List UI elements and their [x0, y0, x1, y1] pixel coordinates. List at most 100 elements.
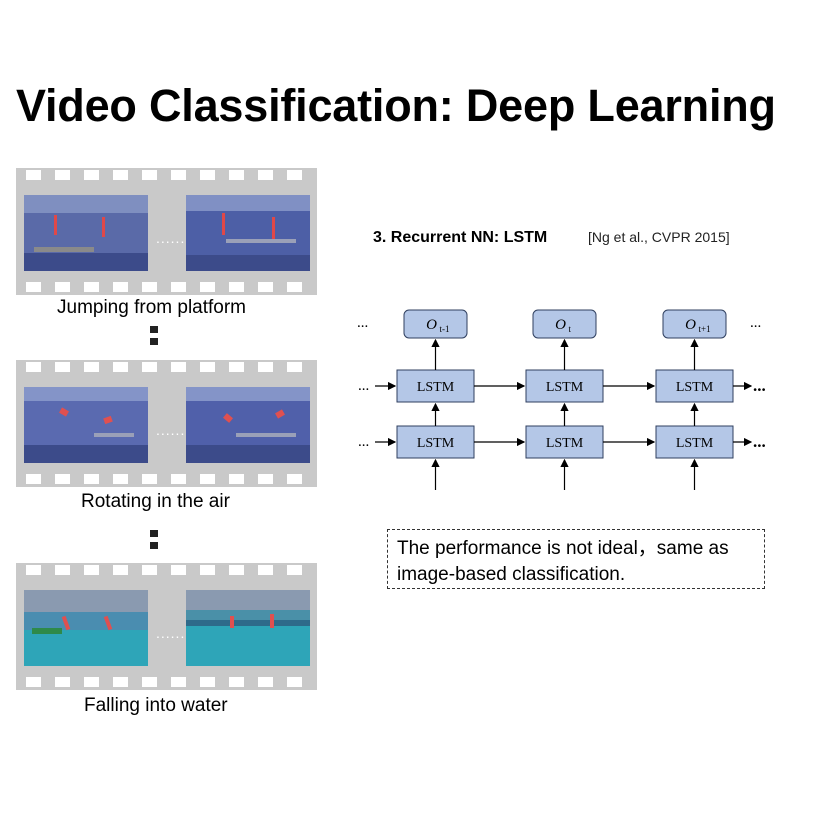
caption-jumping: Jumping from platform	[57, 297, 247, 318]
lstm-cell	[655, 425, 734, 459]
film-hole	[142, 565, 157, 575]
vertical-ellipsis	[150, 530, 158, 554]
frame-ellipsis: ......	[156, 625, 186, 641]
film-hole	[84, 474, 99, 484]
film-hole	[113, 677, 128, 687]
film-hole	[26, 282, 41, 292]
ellipsis: ...	[357, 315, 368, 331]
film-hole	[229, 677, 244, 687]
film-hole	[142, 677, 157, 687]
film-hole	[258, 474, 273, 484]
film-hole	[229, 565, 244, 575]
film-hole	[171, 474, 186, 484]
film-hole	[55, 677, 70, 687]
film-hole	[142, 362, 157, 372]
lstm-cell	[525, 425, 604, 459]
film-hole	[171, 677, 186, 687]
video-frame	[186, 195, 310, 271]
film-hole	[113, 474, 128, 484]
film-hole	[55, 170, 70, 180]
vertical-ellipsis	[150, 326, 158, 350]
film-perforations-bottom	[16, 280, 317, 294]
film-hole	[26, 565, 41, 575]
film-hole	[287, 474, 302, 484]
film-hole	[258, 565, 273, 575]
film-hole	[287, 170, 302, 180]
output-symbol: O	[555, 317, 566, 333]
film-hole	[84, 565, 99, 575]
film-hole	[287, 282, 302, 292]
method-label: 3. Recurrent NN: LSTM	[373, 229, 548, 246]
lstm-cell	[525, 369, 604, 403]
film-hole	[142, 474, 157, 484]
film-hole	[229, 362, 244, 372]
film-hole	[26, 170, 41, 180]
lstm-cell-label: LSTM	[417, 436, 455, 451]
slide-title: Video Classification: Deep Learning	[16, 80, 776, 131]
diver-frame-image	[24, 195, 148, 271]
lstm-cell-label: LSTM	[546, 380, 584, 395]
film-perforations-top	[16, 360, 317, 374]
film-hole	[113, 362, 128, 372]
filmstrip-rotating: ......	[16, 360, 317, 487]
ellipsis: ...	[753, 376, 766, 395]
film-hole	[26, 677, 41, 687]
film-hole	[200, 362, 215, 372]
film-hole	[200, 170, 215, 180]
film-hole	[171, 362, 186, 372]
diver-frame-image	[186, 387, 310, 463]
film-hole	[113, 282, 128, 292]
film-hole	[229, 170, 244, 180]
film-hole	[258, 362, 273, 372]
diver-frame-image	[24, 387, 148, 463]
output-symbol: O	[426, 317, 437, 333]
ellipsis: ...	[753, 432, 766, 451]
output-node	[403, 309, 468, 339]
film-perforations-top	[16, 563, 317, 577]
film-hole	[200, 565, 215, 575]
video-frame	[24, 387, 148, 463]
output-node	[662, 309, 727, 339]
ellipsis: ...	[358, 434, 369, 450]
film-hole	[258, 170, 273, 180]
film-hole	[200, 677, 215, 687]
film-hole	[55, 362, 70, 372]
output-symbol: O	[685, 317, 696, 333]
lstm-cell	[655, 369, 734, 403]
video-frame	[186, 387, 310, 463]
film-hole	[287, 565, 302, 575]
film-hole	[26, 474, 41, 484]
film-hole	[84, 362, 99, 372]
film-perforations-top	[16, 168, 317, 182]
lstm-cell-label: LSTM	[546, 436, 584, 451]
lstm-cell	[396, 425, 475, 459]
film-hole	[55, 282, 70, 292]
film-hole	[55, 565, 70, 575]
film-hole	[142, 170, 157, 180]
film-hole	[55, 474, 70, 484]
film-hole	[200, 282, 215, 292]
film-hole	[26, 362, 41, 372]
film-hole	[84, 677, 99, 687]
lstm-cell-label: LSTM	[676, 380, 714, 395]
caption-rotating: Rotating in the air	[81, 491, 230, 512]
ellipsis: ...	[750, 315, 761, 331]
caption-falling: Falling into water	[84, 695, 228, 716]
citation: [Ng et al., CVPR 2015]	[588, 229, 730, 245]
film-hole	[171, 170, 186, 180]
output-subscript: t-1	[440, 324, 450, 334]
diver-frame-image	[186, 590, 310, 666]
film-hole	[171, 282, 186, 292]
filmstrip-falling: ......	[16, 563, 317, 690]
film-hole	[113, 565, 128, 575]
film-hole	[84, 170, 99, 180]
film-hole	[113, 170, 128, 180]
film-hole	[142, 282, 157, 292]
frame-ellipsis: ......	[156, 230, 186, 246]
ellipsis: ...	[358, 378, 369, 394]
film-hole	[229, 474, 244, 484]
film-hole	[258, 677, 273, 687]
frame-ellipsis: ......	[156, 422, 186, 438]
film-hole	[287, 677, 302, 687]
film-hole	[171, 565, 186, 575]
